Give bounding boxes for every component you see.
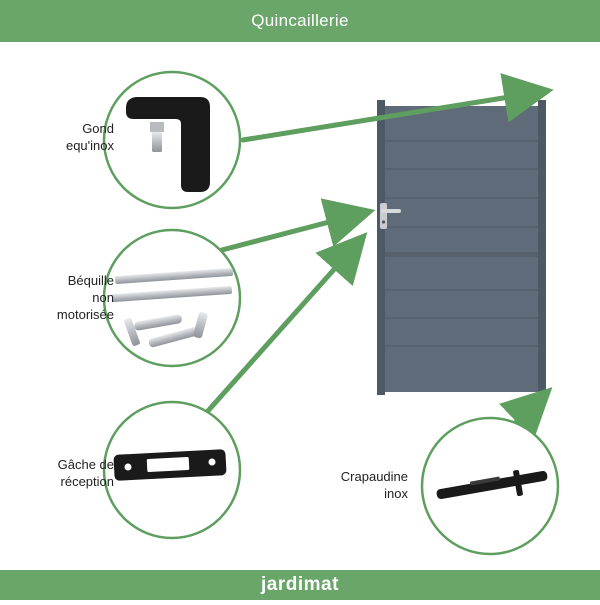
label-bequille: Béquille non motorisée bbox=[56, 273, 114, 322]
gate-panel bbox=[385, 106, 538, 392]
handle-icon bbox=[112, 268, 234, 348]
label-gache: Gâche de réception bbox=[57, 457, 114, 489]
gate-right-post bbox=[538, 100, 546, 395]
hinge-icon bbox=[126, 97, 210, 192]
pivot-pin-icon bbox=[436, 469, 548, 500]
header-bar: Quincaillerie bbox=[0, 0, 600, 42]
circle-gond bbox=[102, 70, 242, 210]
strike-plate-icon bbox=[113, 449, 227, 481]
label-gond: Gond equ'inox bbox=[65, 121, 114, 153]
gate-left-post bbox=[377, 100, 385, 395]
page-title: Quincaillerie bbox=[251, 11, 349, 30]
label-crapaudine: Crapaudine inox bbox=[340, 469, 408, 501]
arrow-bequille bbox=[219, 198, 376, 253]
footer-bar: jardimat bbox=[0, 570, 600, 600]
arrow-gond bbox=[240, 73, 554, 143]
gate-handle bbox=[380, 203, 401, 229]
arrow-gache bbox=[204, 232, 368, 415]
brand-logo: jardimat bbox=[261, 574, 339, 595]
gate-illustration bbox=[377, 100, 546, 395]
gate-crossbar bbox=[385, 252, 538, 257]
